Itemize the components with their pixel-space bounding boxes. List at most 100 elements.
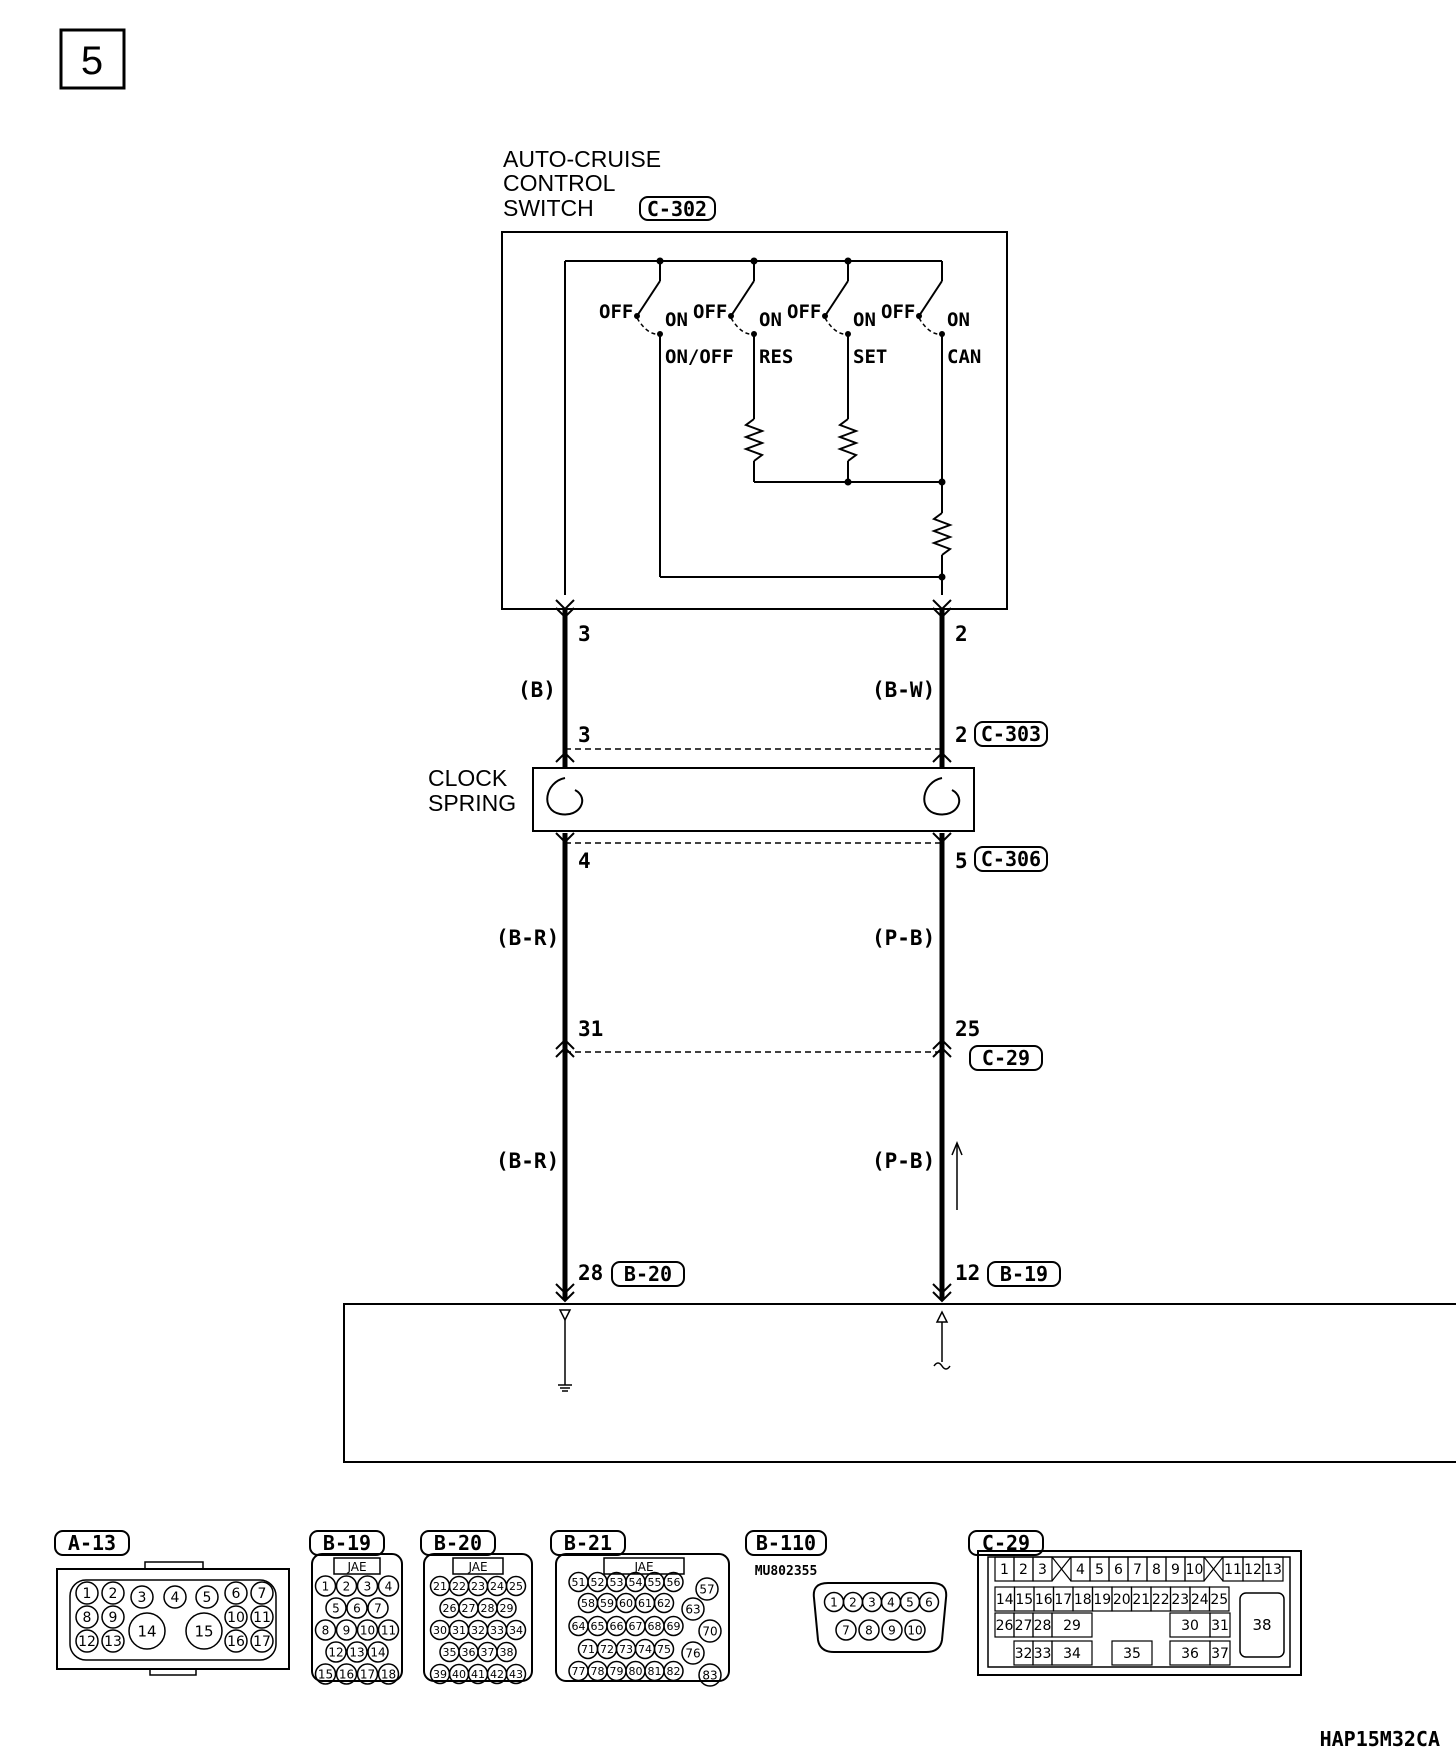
pin-label-58: 58: [581, 1597, 595, 1610]
pin-10: [904, 1619, 926, 1641]
cavity-25: [1208, 1586, 1230, 1612]
pin-label-42: 42: [490, 1668, 504, 1681]
connector-b110-name-label: B-110: [756, 1531, 816, 1555]
pin-label-13: 13: [349, 1645, 364, 1659]
pin-label-24: 24: [490, 1580, 504, 1593]
pin-56: [663, 1571, 684, 1593]
pin-label-55: 55: [648, 1576, 662, 1589]
cavity-label-5: 5: [1095, 1562, 1104, 1578]
pin-16: [335, 1663, 358, 1685]
left-color-top: (B): [518, 678, 556, 702]
pin-label-17: 17: [360, 1667, 375, 1681]
pin-1: [75, 1581, 99, 1605]
pin-4: [163, 1585, 187, 1609]
connector-b21-name-label: B-21: [564, 1531, 612, 1555]
connector-badge-b19: [987, 1261, 1061, 1287]
left-wire-labels: 3 (B) 3 4 (B-R) 31 (B-R) 28 B-20: [496, 622, 685, 1287]
pin-label-73: 73: [619, 1643, 633, 1656]
left-pin-switch: 3: [578, 622, 591, 646]
pin-label-77: 77: [572, 1665, 586, 1678]
blank-cavity-mark: [1203, 1556, 1224, 1582]
cavity-label-8: 8: [1152, 1562, 1161, 1578]
pin-label-61: 61: [638, 1597, 652, 1610]
pin-label-63: 63: [685, 1602, 700, 1616]
cavity-label-6: 6: [1114, 1562, 1123, 1578]
connector-label-c302: C-302: [647, 197, 707, 221]
cavity-34: [1051, 1640, 1093, 1666]
contact3-on: ON: [853, 309, 876, 331]
pin-label-65: 65: [591, 1620, 605, 1633]
cavity-label-18: 18: [1074, 1592, 1092, 1608]
pin-82: [663, 1660, 684, 1682]
pin-83: [698, 1663, 722, 1687]
pin-label-69: 69: [667, 1620, 681, 1633]
cavity-label-16: 16: [1035, 1592, 1053, 1608]
connector-b20-brand: JAE: [467, 1560, 487, 1574]
pin-label-6: 6: [353, 1601, 361, 1615]
pin-29: [496, 1597, 517, 1619]
left-pin-c303: 3: [578, 723, 591, 747]
pin-label-66: 66: [610, 1620, 624, 1633]
cavity-label-9: 9: [1171, 1562, 1180, 1578]
connector-label-c303: C-303: [981, 722, 1041, 746]
cavity-label-17: 17: [1054, 1592, 1072, 1608]
connector-b21-brand: JAE: [633, 1560, 653, 1574]
pin-label-6: 6: [925, 1595, 933, 1609]
pin-4: [377, 1575, 400, 1597]
pin-label-25: 25: [509, 1580, 523, 1593]
connector-c29-name-label: C-29: [982, 1531, 1030, 1555]
connector-b19-name-label: B-19: [323, 1531, 371, 1555]
main-wires: [562, 610, 945, 1300]
junction-markers: [555, 599, 952, 1303]
clock-spring: CLOCK SPRING: [428, 765, 975, 832]
pin-63: [681, 1597, 705, 1621]
connector-b21-brand-box: [603, 1557, 685, 1575]
left-pin-ecu: 28: [578, 1261, 603, 1285]
contact1-on: ON: [665, 309, 688, 331]
right-wire-labels: 2 (B-W) 2 C-303 5 C-306 (P-B) 25 C-29 (P…: [872, 622, 1061, 1287]
pin-label-4: 4: [385, 1579, 393, 1593]
connector-b19-name-badge: [309, 1530, 385, 1556]
pin-25: [505, 1575, 527, 1597]
cavity-label-32: 32: [1015, 1646, 1033, 1662]
pin-7: [367, 1597, 389, 1619]
pin-label-41: 41: [471, 1668, 485, 1681]
right-pin-c303: 2: [955, 723, 968, 747]
pin-10: [224, 1605, 248, 1629]
pin-label-5: 5: [332, 1601, 340, 1615]
connector-badge-c306: [974, 846, 1048, 872]
connector-a13-name-badge: [54, 1530, 130, 1556]
cavity-3: [1032, 1556, 1053, 1582]
connector-label-b19: B-19: [1000, 1262, 1048, 1286]
pin-label-2: 2: [109, 1586, 118, 1602]
pin-7: [250, 1581, 274, 1605]
cavity-31: [1209, 1612, 1231, 1638]
pin-11: [250, 1605, 274, 1629]
pin-label-80: 80: [629, 1665, 643, 1678]
left-color-bottom: (B-R): [496, 1149, 559, 1173]
pin-1: [314, 1575, 337, 1597]
connector-c29-outer: [977, 1550, 1302, 1676]
pin-label-7: 7: [842, 1623, 850, 1637]
pin-label-9: 9: [109, 1610, 118, 1626]
pin-11: [377, 1619, 400, 1641]
blank-cavity-mark: [1051, 1556, 1072, 1582]
pin-label-14: 14: [370, 1645, 385, 1659]
pin-label-35: 35: [443, 1646, 457, 1659]
cavity-label-26: 26: [996, 1618, 1014, 1634]
pin-label-39: 39: [433, 1668, 447, 1681]
pin-label-34: 34: [509, 1624, 523, 1637]
cavity-label-1: 1: [1000, 1562, 1009, 1578]
switch-internals: [564, 260, 953, 595]
cavity-label-2: 2: [1019, 1562, 1028, 1578]
switch-box: [501, 231, 1008, 610]
left-pin-c306: 4: [578, 849, 591, 873]
pin-label-64: 64: [572, 1620, 586, 1633]
switch-title-line3: SWITCH: [503, 195, 594, 221]
pin-label-16: 16: [227, 1634, 245, 1650]
pin-18: [377, 1663, 400, 1685]
cavity-label-7: 7: [1133, 1562, 1142, 1578]
